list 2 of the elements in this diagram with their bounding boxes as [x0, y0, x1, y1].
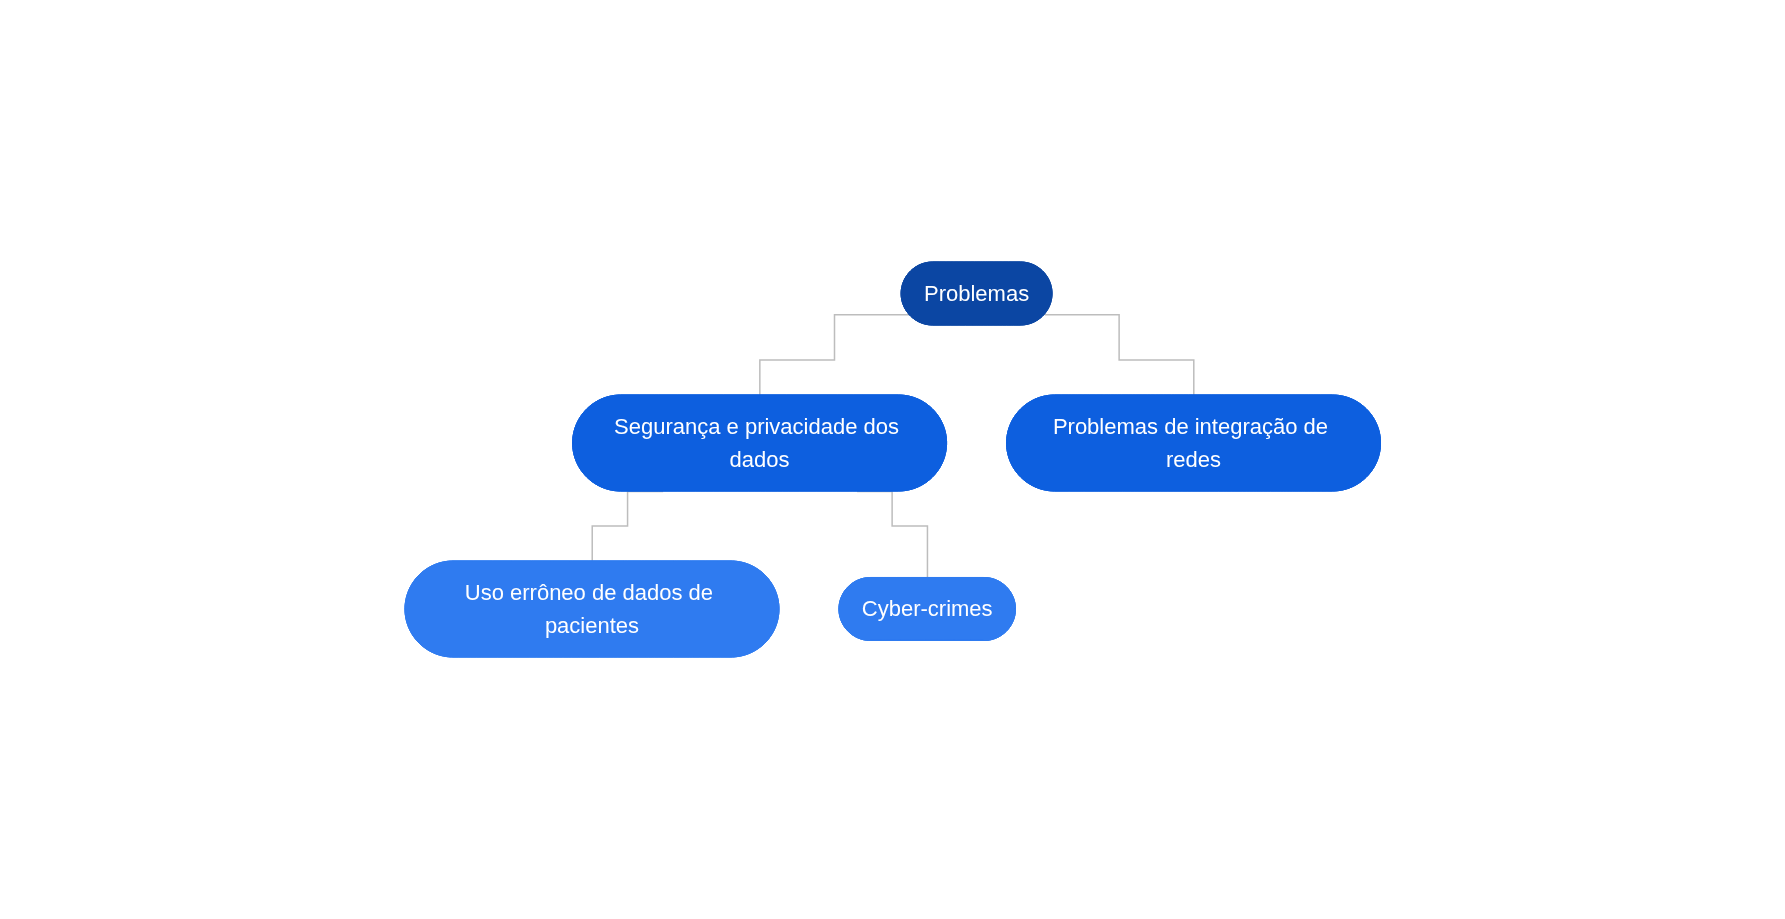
connector — [1043, 314, 1195, 397]
connector — [758, 314, 910, 397]
